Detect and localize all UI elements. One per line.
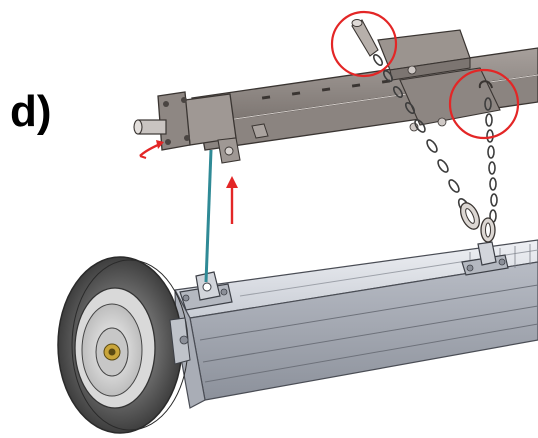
safety-chain [372,53,498,223]
hitch-tongue [133,91,269,164]
chain-hook [478,80,493,89]
chain-shackle [459,202,496,243]
transport-wheel [57,256,191,434]
lift-strap [204,149,213,283]
wheel-hub-icon [103,343,121,361]
figure-panel-label: d) [10,87,52,136]
lift-up-arrow-icon [226,176,238,224]
chain-clevis-hook [351,19,379,57]
frame-bolt [251,123,269,139]
highlight-circle-chain [448,68,520,140]
beam-lift-bracket [179,271,233,311]
beam-chain-bracket [461,241,509,276]
hitch-pin-rotate-arrow-icon [139,140,164,159]
frame-clevis [217,137,241,164]
highlight-circle-clevis [330,10,398,78]
